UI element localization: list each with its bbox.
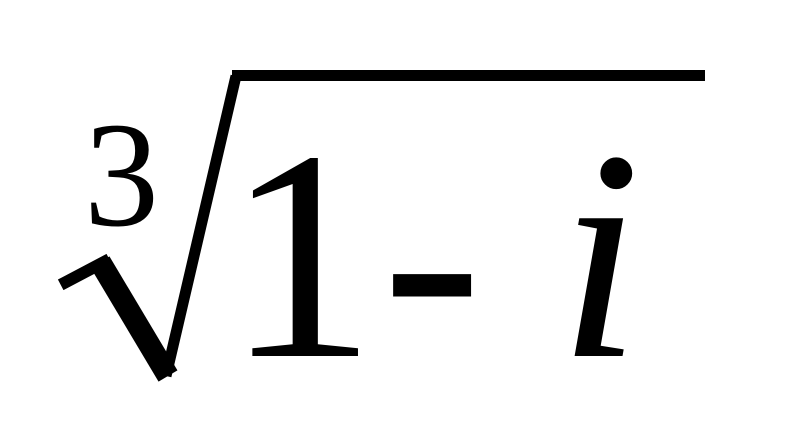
imaginary-unit: i <box>557 89 642 421</box>
constant-term: 1 <box>226 89 376 421</box>
radicand: 1-i <box>226 105 641 405</box>
minus-operator: - <box>382 89 482 421</box>
root-index: 3 <box>84 92 159 258</box>
